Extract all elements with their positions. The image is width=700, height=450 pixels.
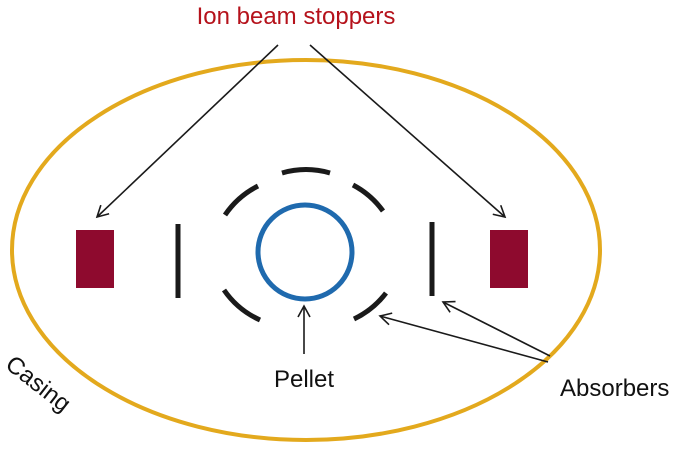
arrow-stopper-right (309, 44, 507, 219)
ion-beam-stopper-left (76, 230, 114, 288)
arrow-stopper-left (95, 44, 279, 219)
absorber-arc-top-right (351, 182, 386, 213)
pellet-circle (255, 202, 355, 302)
arrow-absorber-arc (378, 312, 549, 363)
absorber-arc-bottom-right (352, 291, 388, 322)
absorber-arc-top (281, 167, 331, 176)
label-pellet: Pellet (274, 366, 334, 393)
arrow-absorber-bar (441, 300, 551, 357)
absorber-arc-bottom-left (221, 288, 262, 323)
label-ion-beam-stoppers: Ion beam stoppers (197, 3, 396, 30)
ion-beam-stopper-right (490, 230, 528, 288)
label-absorbers: Absorbers (560, 375, 669, 402)
casing-ellipse (10, 58, 602, 442)
absorber-arc-top-left (222, 183, 260, 217)
